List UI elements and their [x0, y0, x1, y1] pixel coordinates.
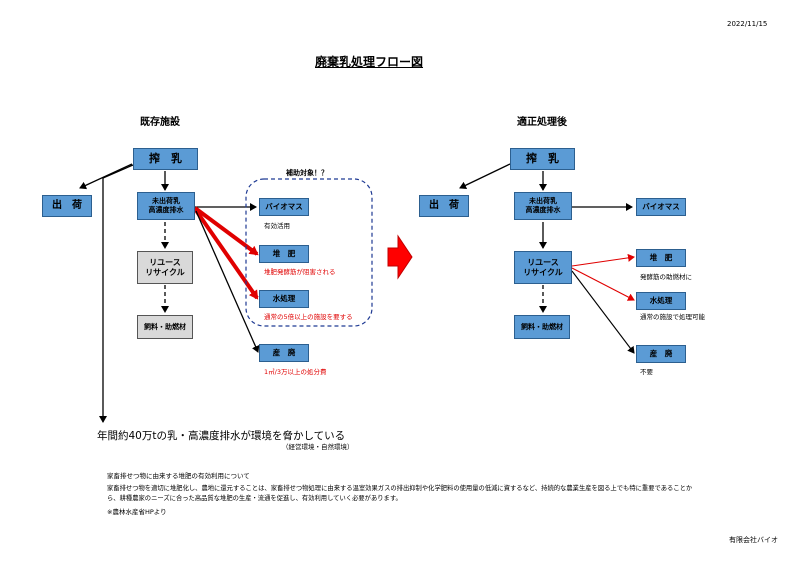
left-unshipped-box: 未出荷乳 高濃度排水 [137, 192, 195, 220]
right-unshipped-box: 未出荷乳 高濃度排水 [514, 192, 572, 220]
notes-body-line2: ら、耕種農家のニーズに合った高品質な堆肥の生産・流通を促進し、有効利用していく必… [107, 495, 402, 502]
left-reuse-box: リユース リサイクル [137, 251, 193, 284]
right-reuse-box: リユース リサイクル [514, 251, 572, 284]
notes-heading: 家畜排せつ物に由来する堆肥の有効利用について [107, 472, 250, 480]
right-disposal-box: 産 廃 [636, 345, 686, 363]
environment-problem-text: 年間約40万tの乳・高濃度排水が環境を脅かしている [97, 430, 346, 442]
left-water-note: 通常の5倍以上の施設を要する [264, 313, 353, 321]
right-water-box: 水処理 [636, 292, 686, 310]
left-water-box: 水処理 [259, 290, 309, 308]
left-milking-box: 搾 乳 [133, 148, 198, 170]
left-biomass-note: 有効活用 [264, 222, 290, 230]
right-compost-box: 堆 肥 [636, 249, 686, 267]
left-feed-box: 飼料・助燃材 [137, 315, 193, 339]
right-biomass-box: バイオマス [636, 198, 686, 216]
page-title: 廃棄乳処理フロー図 [315, 55, 424, 69]
subsidy-label: 補助対象！？ [286, 169, 328, 177]
right-compost-note: 発酵筋の助燃材に [640, 273, 692, 281]
left-disposal-box: 産 廃 [259, 344, 309, 362]
right-water-note: 通常の施設で処理可能 [640, 313, 705, 321]
left-biomass-box: バイオマス [259, 198, 309, 216]
notes-source: ※農林水産省HPより [107, 508, 167, 516]
right-shipping-box: 出 荷 [419, 195, 469, 217]
environment-problem-subtext: （経営環境・自然環境） [282, 443, 354, 451]
left-compost-box: 堆 肥 [259, 245, 309, 263]
left-shipping-box: 出 荷 [42, 195, 92, 217]
right-disposal-note: 不要 [640, 368, 653, 376]
existing-facility-heading: 既存施設 [140, 117, 180, 128]
after-treatment-heading: 適正処理後 [517, 117, 567, 128]
notes-body-line1: 家畜排せつ物を適切に堆肥化し、農地に還元することは、家畜排せつ物処理に由来する温… [107, 485, 693, 492]
right-milking-box: 搾 乳 [510, 148, 575, 170]
left-compost-note: 堆肥発酵筋が阻害される [264, 268, 336, 276]
left-disposal-note: 1㎥/3万以上の処分費 [264, 368, 327, 376]
date-label: 2022/11/15 [727, 20, 768, 28]
company-name: 有限会社バイオ [729, 536, 778, 544]
right-feed-box: 飼料・助燃材 [514, 315, 570, 339]
